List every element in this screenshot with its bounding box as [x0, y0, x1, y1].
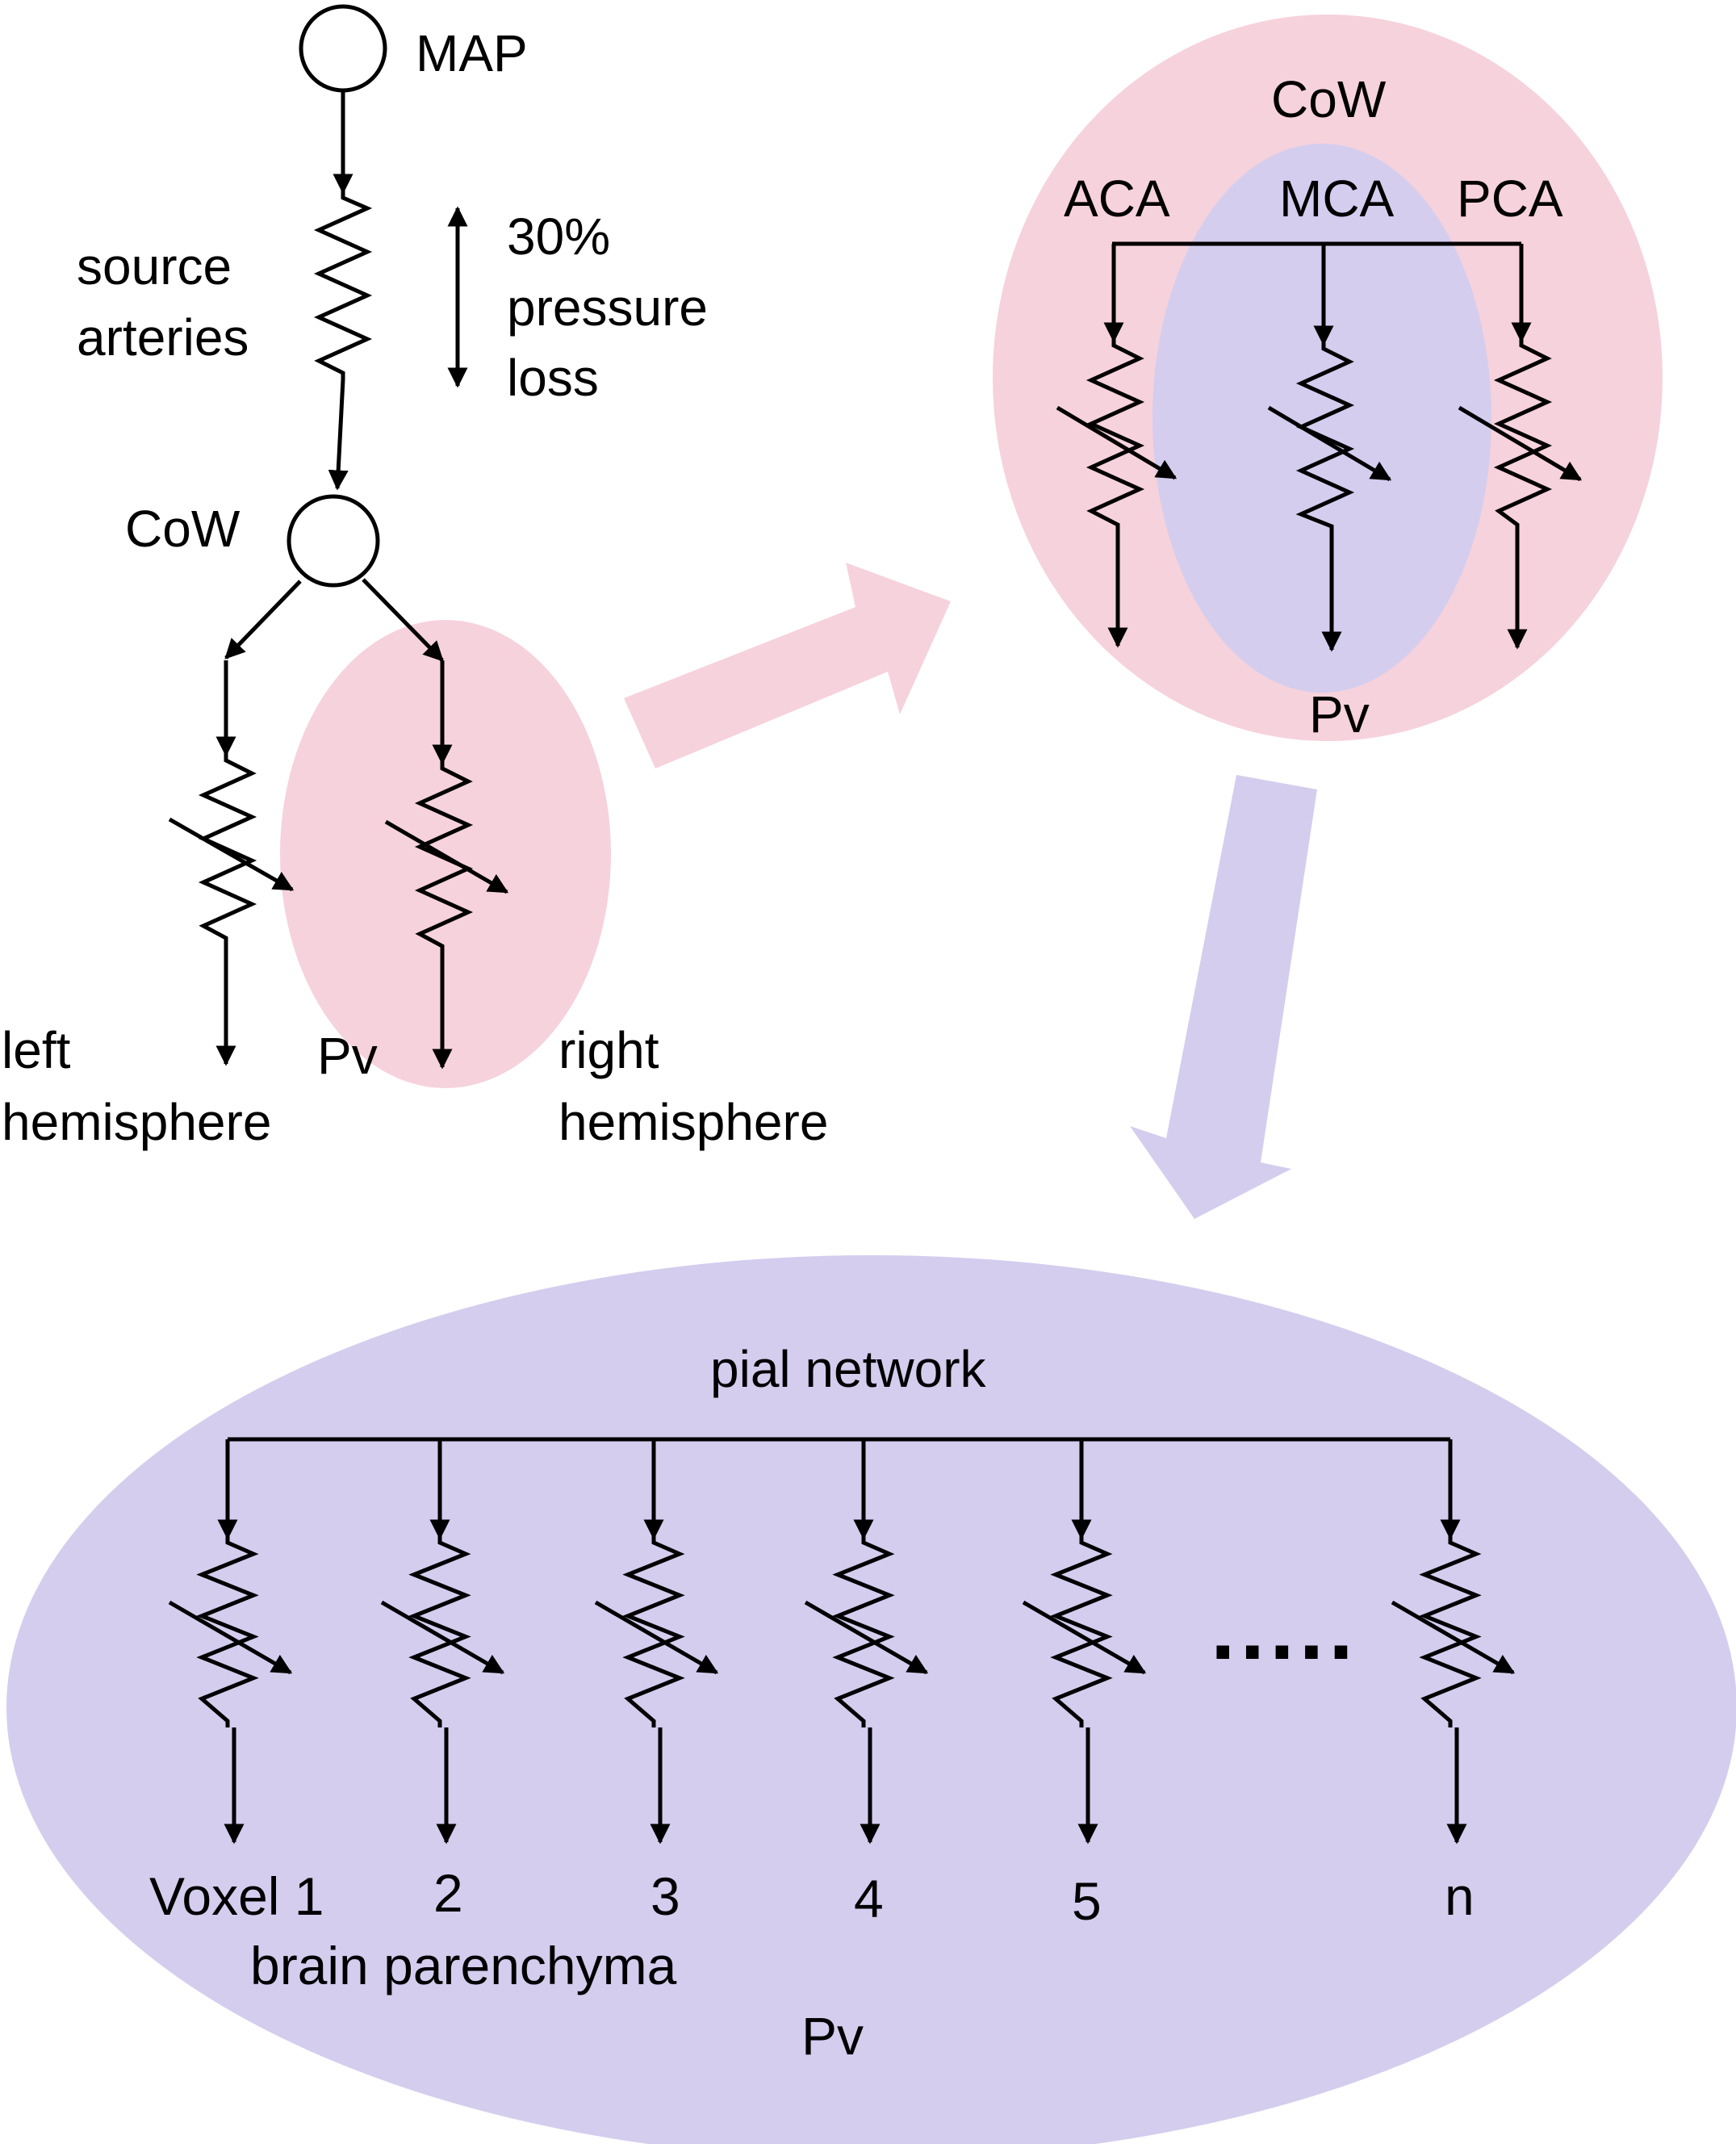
left-label-line2: hemisphere [2, 1093, 271, 1151]
map-node [299, 4, 387, 93]
pv-label-top: Pv [317, 1027, 378, 1085]
voxel-5-resistor [1050, 1538, 1113, 1727]
cow-node [287, 494, 380, 588]
voxel-n-variable-arrow [1391, 1600, 1516, 1675]
branch-label-pca: PCA [1457, 170, 1563, 228]
loss-label-line1: 30% [507, 207, 610, 266]
voxel-label-4: 4 [854, 1869, 884, 1928]
cow-label: CoW [125, 500, 241, 558]
voxel-resistors [168, 1439, 1516, 1845]
loss-label-line2: pressure [507, 278, 708, 337]
voxel-1-resistor [196, 1538, 259, 1727]
pv-label-cow: Pv [1309, 685, 1370, 743]
aca-resistor [1086, 341, 1145, 530]
voxel-label-3: 3 [650, 1866, 680, 1926]
pv-label-pial: Pv [801, 2006, 864, 2066]
pca-resistor [1493, 341, 1553, 530]
left-hemisphere-resistor [198, 755, 257, 943]
right-label-line2: hemisphere [558, 1093, 828, 1151]
loss-label-line3: loss [507, 349, 599, 407]
top-chain: MAP source arteries 30% pressure loss Co… [2, 4, 828, 1151]
voxel-label-1: Voxel 1 [149, 1866, 324, 1926]
voxel-3-variable-arrow [594, 1600, 719, 1675]
left-variable-arrow [168, 817, 295, 892]
voxel-4-variable-arrow [804, 1600, 929, 1675]
source-label-line2: arteries [77, 308, 249, 366]
cow-detail: CoW ACA MCA PCA Pv [1056, 70, 1583, 743]
voxel-label-2: 2 [433, 1863, 463, 1923]
left-label-line1: left [2, 1021, 71, 1079]
map-label: MAP [416, 24, 528, 82]
branch-label-mca: MCA [1279, 170, 1395, 228]
brain-parenchyma-label: brain parenchyma [250, 1936, 677, 1995]
pink-block-arrow [624, 563, 951, 768]
mca-resistor [1295, 344, 1355, 531]
pial-network: pial network Voxel 1 2 3 4 5 n ..... bra… [149, 1340, 1516, 2066]
source-label-line1: source [77, 237, 232, 295]
source-arteries-resistor [313, 192, 373, 379]
right-label-line1: right [558, 1021, 659, 1079]
voxel-2-variable-arrow [380, 1600, 505, 1675]
right-variable-arrow [384, 819, 509, 894]
voxel-3-resistor [622, 1538, 685, 1727]
voxel-n-resistor [1419, 1538, 1482, 1727]
branch-label-aca: ACA [1064, 170, 1170, 228]
pial-network-title: pial network [710, 1340, 987, 1398]
pial-ellipsis: ..... [1211, 1579, 1358, 1678]
voxel-5-variable-arrow [1022, 1600, 1147, 1675]
right-hemisphere-region [280, 620, 611, 1088]
voxel-label-5: 5 [1072, 1871, 1102, 1931]
voxel-4-resistor [832, 1538, 895, 1727]
voxel-2-resistor [408, 1538, 471, 1727]
voxel-1-variable-arrow [168, 1600, 293, 1675]
voxel-label-n: n [1445, 1866, 1475, 1926]
lavender-block-arrow [1130, 775, 1317, 1219]
cow-detail-title: CoW [1271, 70, 1387, 128]
